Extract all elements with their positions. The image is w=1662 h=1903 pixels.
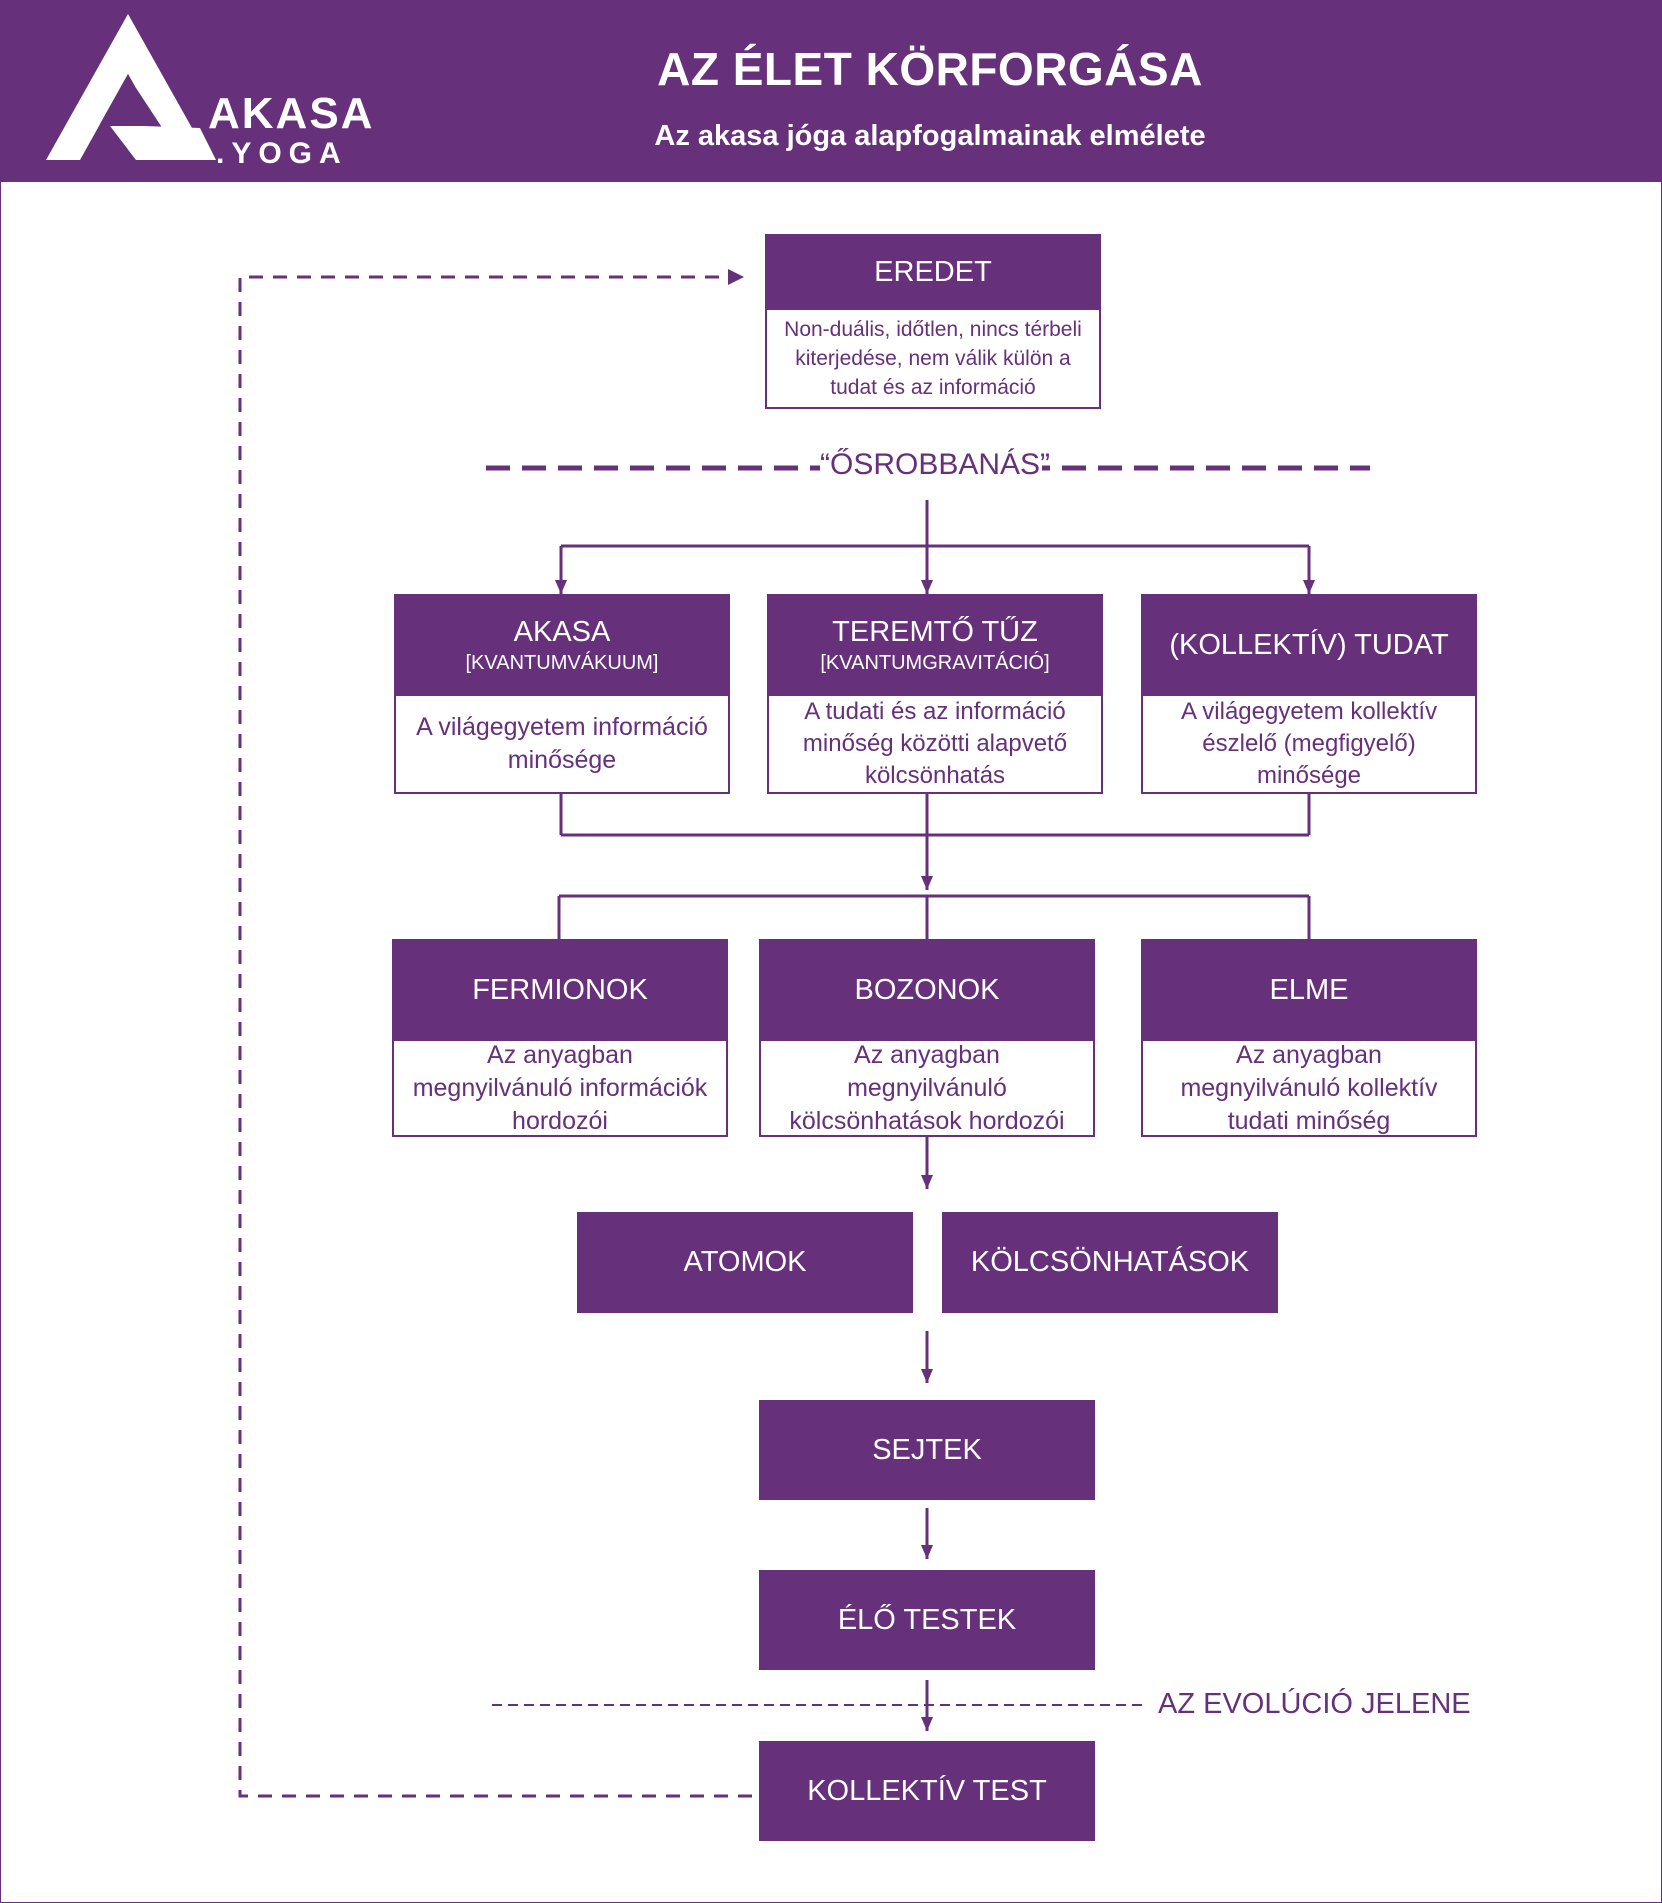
collective-consciousness-title: (KOLLEKTÍV) TUDAT [1169, 629, 1449, 662]
creative-fire-box: TEREMTŐ TŰZ [KVANTUMGRAVITÁCIÓ] A tudati… [767, 594, 1103, 794]
page-title: AZ ÉLET KÖRFORGÁSA [657, 43, 1203, 95]
akasa-box: AKASA [KVANTUMVÁKUUM] A világegyetem inf… [394, 594, 730, 794]
collective-body-box: KOLLEKTÍV TEST [759, 1741, 1095, 1841]
big-bang-label: “ŐSROBBANÁS” [820, 448, 1051, 482]
header-banner: AKASA .YOGA AZ ÉLET KÖRFORGÁSA Az akasa … [0, 0, 1662, 182]
logo-text-yoga: .YOGA [216, 137, 348, 170]
living-bodies-box: ÉLŐ TESTEK [759, 1570, 1095, 1670]
creative-fire-title: TEREMTŐ TŰZ [832, 616, 1038, 649]
cells-box: SEJTEK [759, 1400, 1095, 1500]
collective-consciousness-description: A világegyetem kollektív észlelő (megfig… [1180, 698, 1438, 789]
akasa-subtitle: [KVANTUMVÁKUUM] [465, 651, 659, 674]
evolution-label: AZ EVOLÚCIÓ JELENE [1158, 1688, 1471, 1721]
mind-box: ELME Az anyagban megnyilvánuló kollektív… [1141, 939, 1477, 1137]
collective-consciousness-box: (KOLLEKTÍV) TUDAT A világegyetem kollekt… [1141, 594, 1477, 794]
page-subtitle: Az akasa jóga alapfogalmainak elmélete [654, 120, 1206, 152]
origin-title: EREDET [874, 256, 992, 289]
interactions-box: KÖLCSÖNHATÁSOK [942, 1212, 1278, 1313]
merge-row1 [557, 794, 1311, 940]
bosons-title: BOZONOK [854, 974, 1000, 1007]
origin-description: Non-duális, időtlen, nincs térbeli kiter… [784, 318, 1082, 399]
bosons-box: BOZONOK Az anyagban megnyilvánuló kölcsö… [759, 939, 1095, 1137]
akasa-description: A világegyetem információ minősége [416, 713, 708, 774]
feedback-loop-arrow [238, 269, 752, 1798]
logo-text-akasa: AKASA [208, 89, 374, 138]
branch-to-row1 [559, 500, 1311, 594]
creative-fire-subtitle: [KVANTUMGRAVITÁCIÓ] [820, 651, 1050, 674]
fermions-box: FERMIONOK Az anyagban megnyilvánuló info… [392, 939, 728, 1137]
mind-title: ELME [1269, 974, 1349, 1007]
akasa-title: AKASA [513, 616, 611, 649]
mind-description: Az anyagban megnyilvánuló kollektív tuda… [1180, 1040, 1438, 1135]
bosons-description: Az anyagban megnyilvánuló kölcsönhatások… [789, 1040, 1065, 1135]
origin-box: EREDET Non-duális, időtlen, nincs térbel… [765, 234, 1101, 409]
akasa-yoga-logo: AKASA .YOGA [46, 14, 374, 170]
fermions-description: Az anyagban megnyilvánuló információk ho… [412, 1040, 708, 1135]
fermions-title: FERMIONOK [472, 974, 648, 1007]
atoms-box: ATOMOK [577, 1212, 913, 1313]
creative-fire-description: A tudati és az információ minőség között… [802, 698, 1068, 789]
